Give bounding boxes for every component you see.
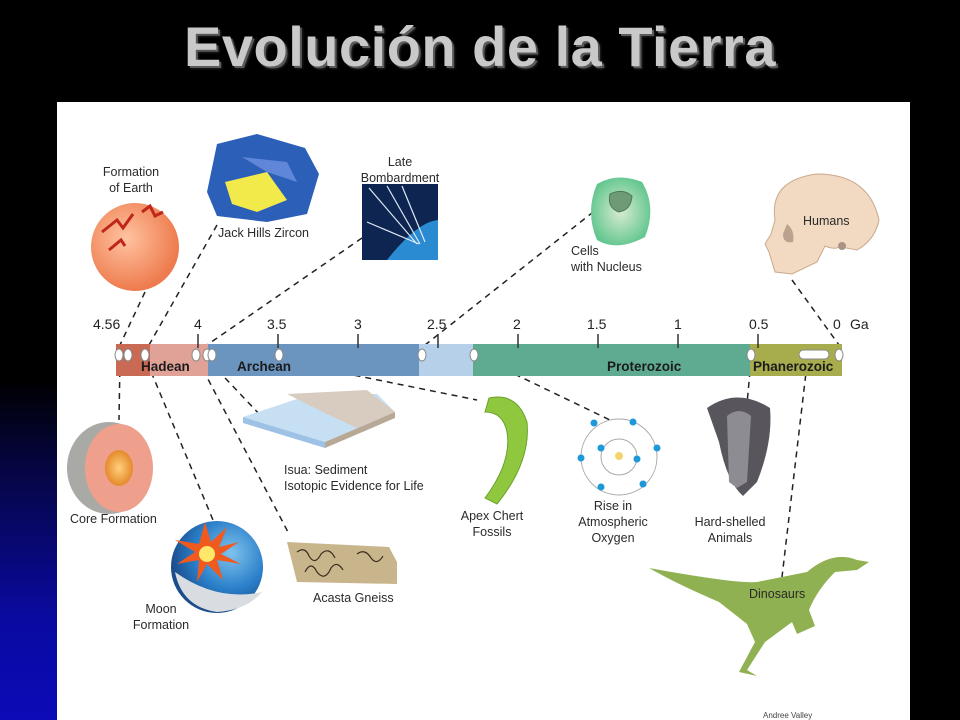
- tick-unit: Ga: [850, 316, 869, 332]
- bombardment-image: [362, 184, 438, 260]
- background-gradient: [0, 380, 60, 720]
- tick-2: 2: [513, 316, 521, 332]
- core-image: [67, 422, 153, 514]
- diagram-panel: Formation of Earth Jack Hills Zircon Lat…: [57, 102, 910, 720]
- tick-4: 4: [194, 316, 202, 332]
- skull-image: [764, 173, 880, 275]
- timeline-diagram: [67, 134, 880, 676]
- label-cells-with-nucleus: Cells with Nucleus: [571, 244, 642, 274]
- label-isua-sediment: Isua: Sediment Isotopic Evidence for Lif…: [284, 463, 424, 493]
- tick-1: 1: [674, 316, 682, 332]
- oxygen-atom-image: [577, 418, 661, 496]
- era-phanerozoic: Phanerozoic: [753, 359, 834, 374]
- label-late-bombardment: Late Bombardment: [360, 155, 440, 185]
- acasta-gneiss-image: [287, 542, 397, 584]
- era-hadean: Hadean: [141, 359, 190, 374]
- apex-chert-fossil-image: [484, 396, 528, 505]
- era-proterozoic: Proterozoic: [607, 359, 682, 374]
- label-humans: Humans: [803, 214, 850, 228]
- tick-3.5: 3.5: [267, 316, 287, 332]
- isua-sediment-image: [243, 390, 395, 448]
- trilobite-image: [707, 397, 771, 496]
- tick-0: 0: [833, 316, 841, 332]
- tick-3: 3: [354, 316, 362, 332]
- image-credit: Andree Valley: [763, 711, 813, 720]
- label-hard-shelled-animals: Hard-shelled Animals: [694, 515, 766, 545]
- tick-4.56: 4.56: [93, 316, 121, 332]
- label-rise-in-oxygen: Rise in Atmospheric Oxygen: [578, 499, 648, 545]
- zircon-image: [207, 134, 319, 222]
- tick-1.5: 1.5: [587, 316, 607, 332]
- dinosaur-image: [649, 556, 869, 676]
- era-archean: Archean: [237, 359, 292, 374]
- event-markers: [114, 348, 844, 362]
- moon-formation-image: [171, 521, 263, 613]
- timeline-bar: [114, 334, 844, 376]
- label-apex-chert-fossils: Apex Chert Fossils: [460, 509, 524, 539]
- label-jack-hills-zircon: Jack Hills Zircon: [218, 226, 309, 240]
- label-formation-of-earth: Formation of Earth: [102, 165, 160, 195]
- label-dinosaurs: Dinosaurs: [749, 587, 806, 601]
- label-moon-formation: Moon Formation: [132, 602, 190, 632]
- tick-2.5: 2.5: [427, 316, 447, 332]
- label-core-formation: Core Formation: [70, 512, 157, 526]
- label-acasta-gneiss: Acasta Gneiss: [313, 591, 394, 605]
- earth-formation-image: [91, 203, 179, 291]
- cell-image: [591, 177, 651, 246]
- tick-0.5: 0.5: [749, 316, 769, 332]
- slide-title: Evolución de la Tierra: [184, 15, 776, 78]
